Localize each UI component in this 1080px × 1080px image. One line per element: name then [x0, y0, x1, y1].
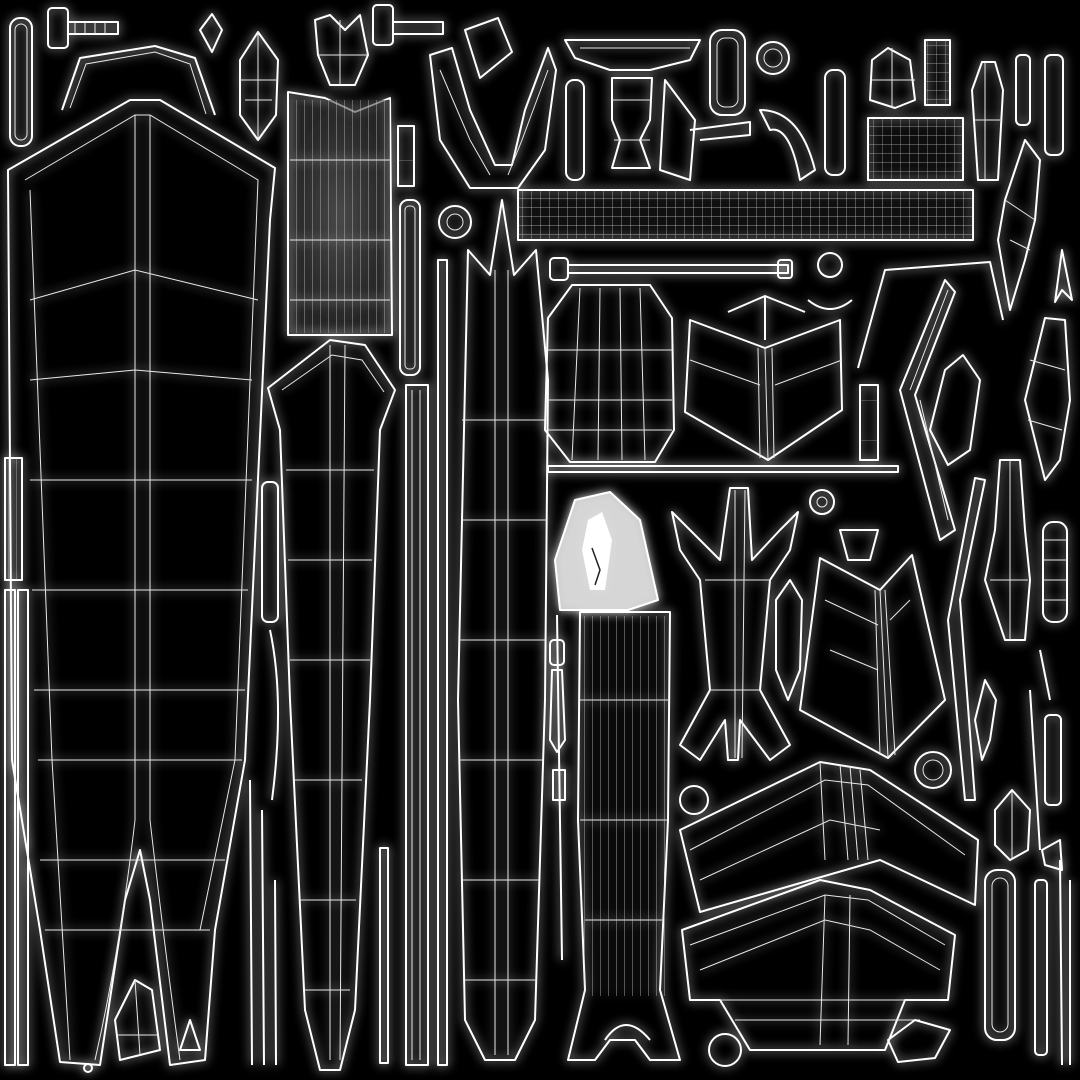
- uv-shell-bottom-small-parts: [83, 979, 201, 1073]
- uv-shell-left-strips: [4, 17, 33, 1066]
- uv-shell-highlight-piece: [554, 491, 659, 611]
- uv-shell-top-left-parts: [47, 4, 444, 141]
- uv-shell-blade-center: [457, 199, 549, 1061]
- uv-shell-tall-panel: [549, 611, 681, 1061]
- uv-shell-lower-wing: [679, 761, 979, 913]
- uv-shell-bottom-wing: [681, 879, 956, 1067]
- uv-shell-jet-frame: [671, 487, 879, 761]
- uv-shell-right-diamond: [1024, 317, 1071, 481]
- uv-shell-upper-center-parts: [429, 17, 974, 241]
- uv-shell-right-book-panel: [799, 554, 946, 759]
- uv-shell-horizontal-rod: [549, 252, 853, 340]
- uv-shell-octagon-panel: [544, 284, 675, 463]
- uv-shell-vertical-rods: [249, 125, 563, 1066]
- uv-shell-open-book-panel: [684, 319, 843, 461]
- uv-shell-top-right-parts: [867, 39, 1073, 311]
- uv-shell-large-hull: [7, 99, 276, 1066]
- uv-shell-blade-center-left: [267, 339, 396, 1071]
- uv-shells: [4, 4, 1073, 1073]
- uv-shell-long-bar: [547, 261, 1004, 541]
- uv-shell-right-column-parts: [914, 459, 1071, 1066]
- uv-shell-window-panel: [287, 91, 393, 336]
